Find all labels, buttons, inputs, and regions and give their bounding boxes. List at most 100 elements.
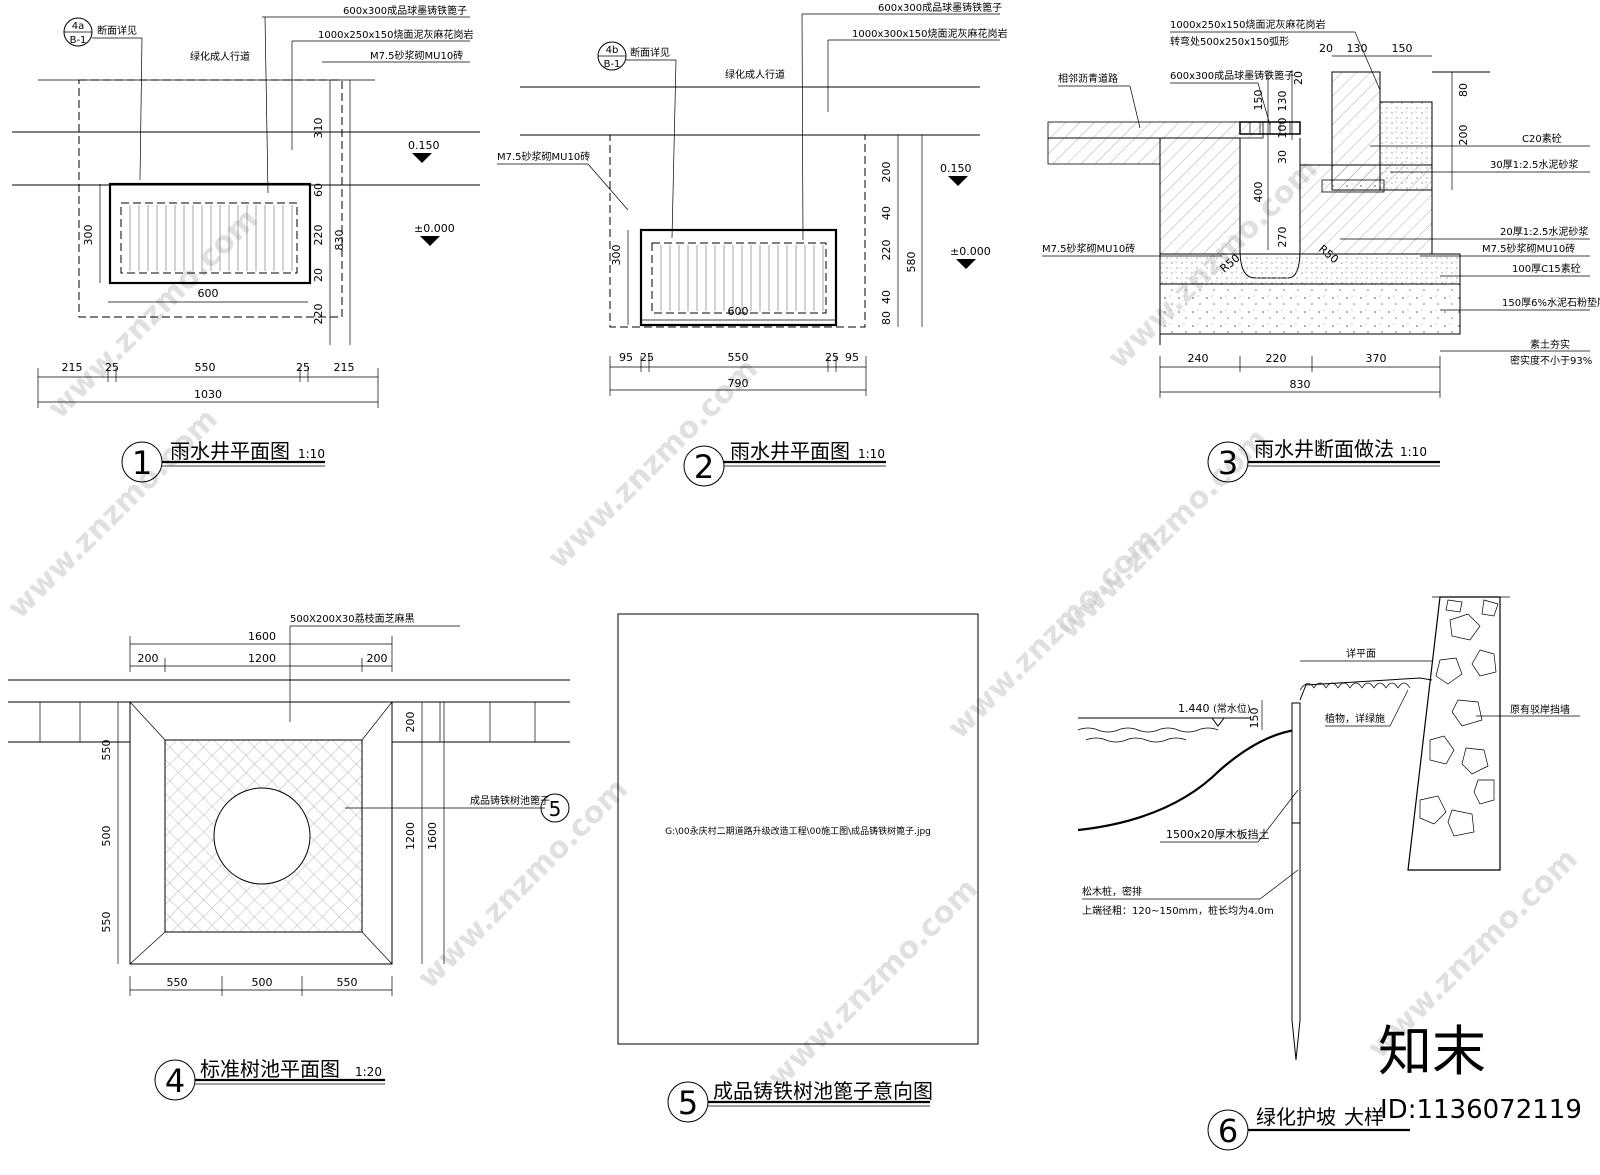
layer-note: M7.5砂浆砌MU10砖 [1482, 242, 1575, 255]
dim-total: 830 [1290, 378, 1311, 391]
callout-grate: 成品铸铁树池篦子 [470, 794, 550, 807]
callout-grate: 600x300成品球墨铸铁篦子 [878, 1, 1002, 14]
detail-number: 3 [1218, 444, 1238, 482]
elevation-top: 0.150 [408, 139, 440, 152]
callout-curb: 1000x250x150烧面泥灰麻花岗岩 [1170, 18, 1325, 31]
callout-curb2: 转弯处500x250x150弧形 [1170, 35, 1289, 48]
dim-label: 200 [138, 652, 159, 665]
elevation-top: 0.150 [940, 162, 972, 175]
dim-v: 20 [1292, 71, 1305, 85]
detail-3-rain-well-section: 20 130 150 80 200 150 20 130 30 100 400 … [1042, 18, 1600, 483]
note-plan: 详平面 [1346, 647, 1376, 660]
water-level-note: (常水位) [1213, 702, 1251, 715]
section-sheet: B-1 [604, 59, 621, 70]
dim-right-total: 1600 [426, 822, 439, 850]
dim-right: 200 [880, 162, 893, 183]
watermark-text: www.znzmo.com [1051, 422, 1275, 646]
dim-top: 130 [1347, 42, 1368, 55]
dim-right: 60 [312, 183, 325, 197]
dim-v: 130 [1276, 91, 1289, 112]
dim-right-total: 830 [333, 230, 346, 251]
dim-v: 30 [1276, 150, 1289, 164]
tree-pit-outline [129, 701, 393, 965]
section-sheet: B-1 [70, 35, 87, 46]
note-plant: 植物，详绿施 [1325, 712, 1385, 725]
image-path: G:\00永庆村二期道路升级改造工程\00施工图\成品铸铁树篦子.jpg [665, 825, 931, 837]
note-board: 1500x20厚木板挡土 [1166, 827, 1270, 841]
dim-left: 550 [100, 912, 113, 933]
detail-title: 成品铸铁树池篦子意向图 [713, 1079, 933, 1103]
elevation-marker [420, 236, 440, 246]
section-note: 断面详见 [630, 46, 670, 59]
elevation-zero: ±0.000 [414, 222, 455, 235]
note-pile: 松木桩，密排 [1082, 885, 1142, 898]
dim-label: 25 [825, 351, 839, 364]
dim-v: 150 [1252, 90, 1265, 111]
section-ref: 4a [72, 21, 85, 32]
detail-title: 雨水井平面图 [730, 439, 850, 463]
dim-v: 400 [1252, 182, 1265, 203]
dim-top: 150 [1392, 42, 1413, 55]
brand-logo: 知末 [1378, 1020, 1486, 1083]
callout-curb: 1000x250x150烧面泥灰麻花岗岩 [318, 28, 473, 41]
dim-top: 20 [1319, 42, 1333, 55]
callout-grate: 600x300成品球墨铸铁篦子 [343, 4, 467, 17]
dim-left: 500 [100, 826, 113, 847]
layer-note: 素土夯实 [1530, 338, 1570, 351]
callout-ref-circle [540, 793, 570, 823]
dim-right: 220 [312, 225, 325, 246]
callout-grate: 600x300成品球墨铸铁篦子 [1170, 69, 1294, 82]
dim-total: 790 [728, 377, 749, 390]
layer-note: 30厚1:2.5水泥砂浆 [1490, 158, 1578, 171]
dim-label: 95 [619, 351, 633, 364]
detail-title: 标准树池平面图 [200, 1057, 340, 1081]
dim-label: 25 [640, 351, 654, 364]
detail-number: 5 [678, 1084, 698, 1122]
dim-right: 40 [880, 290, 893, 304]
detail-5-grate-image: G:\00永庆村二期道路升级改造工程\00施工图\成品铸铁树篦子.jpg 5 成… [617, 613, 979, 1123]
dim-label: 240 [1188, 352, 1209, 365]
dim-inner: 600 [728, 305, 749, 318]
dim-right: 20 [312, 268, 325, 282]
callout-ref: 5 [549, 797, 562, 821]
note-wall: 原有驳岸挡墙 [1510, 703, 1570, 716]
callout-wall: M7.5砂浆砌MU10砖 [1042, 242, 1135, 255]
layer-note: C20素砼 [1522, 132, 1562, 145]
dim-label: 550 [167, 976, 188, 989]
detail-title: 绿化护坡 [1256, 1105, 1336, 1129]
section-ref: 4b [606, 45, 619, 56]
detail-scale: 1:10 [298, 447, 325, 461]
dim-right-total: 580 [905, 252, 918, 273]
dim-label: 550 [195, 361, 216, 374]
section-note: 断面详见 [97, 24, 137, 37]
level-marker [1211, 717, 1225, 727]
dim-total: 1600 [248, 630, 276, 643]
detail-2-rain-well-plan: 4b B-1 断面详见 绿化成人行道 600x300成品球墨铸铁篦子 1000x… [497, 1, 1007, 487]
detail-4-tree-pit-plan: 1600 200 1200 200 500X200X30荔枝面芝麻黑 550 5… [8, 612, 570, 1101]
dim-left: 550 [100, 740, 113, 761]
water-level: 1.440 [1178, 702, 1210, 715]
dim-v: 100 [1276, 118, 1289, 139]
dim-right: 220 [880, 240, 893, 261]
dim-label: 550 [728, 351, 749, 364]
detail-scale: 1:10 [1400, 445, 1427, 459]
dim-right: 310 [312, 118, 325, 139]
tree-opening [213, 787, 311, 885]
dim-left: 300 [610, 245, 623, 266]
detail-title: 雨水井断面做法 [1254, 437, 1394, 461]
dim-right: 200 [1457, 125, 1470, 146]
dim-v: 270 [1276, 227, 1289, 248]
detail-number: 6 [1218, 1112, 1238, 1150]
layer-note: 密实度不小于93% [1510, 354, 1592, 367]
dim-right: 200 [404, 712, 417, 733]
dim-right: 80 [1457, 83, 1470, 97]
brand-id: ID:1136072119 [1380, 1095, 1582, 1125]
brand-watermark: 知末 ID:1136072119 [1378, 1020, 1582, 1125]
layer-note: 20厚1:2.5水泥砂浆 [1500, 225, 1588, 238]
dim-label: 550 [337, 976, 358, 989]
dim-label: 200 [367, 652, 388, 665]
elevation-marker [948, 176, 968, 186]
callout-curb: 1000x300x150烧面泥灰麻花岗岩 [852, 27, 1007, 40]
callout-edge: 500X200X30荔枝面芝麻黑 [290, 612, 415, 625]
